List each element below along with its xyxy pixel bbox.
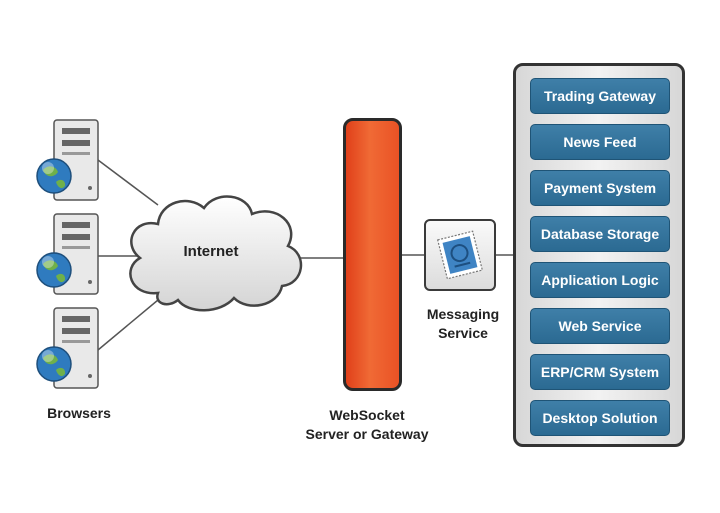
service-payment-system: Payment System [530,170,670,206]
service-application-logic: Application Logic [530,262,670,298]
websocket-label: WebSocket Server or Gateway [292,406,442,444]
browser-computer-2 [34,212,104,302]
service-desktop-solution: Desktop Solution [530,400,670,436]
services-panel: Trading Gateway News Feed Payment System… [513,63,685,447]
computer-icon [36,213,99,295]
websocket-label-line1: WebSocket [329,407,405,423]
messaging-label-line2: Service [438,325,488,341]
websocket-gateway-bar [343,118,402,391]
service-news-feed: News Feed [530,124,670,160]
service-erp-crm-system: ERP/CRM System [530,354,670,390]
service-database-storage: Database Storage [530,216,670,252]
stamp-icon [436,230,484,280]
computer-icon [36,119,99,201]
service-web-service: Web Service [530,308,670,344]
link-browser-1-internet [97,159,159,206]
link-browser-3-internet [97,299,159,351]
messaging-label-line1: Messaging [426,306,500,322]
browsers-label: Browsers [47,405,111,421]
service-trading-gateway: Trading Gateway [530,78,670,114]
internet-cloud [129,195,303,312]
messaging-label: Messaging Service [408,305,518,343]
websocket-label-line2: Server or Gateway [305,426,429,442]
computer-icon [36,307,99,389]
internet-label: Internet [183,243,239,260]
browser-computer-1 [34,118,104,208]
browser-computer-3 [34,306,104,396]
messaging-service-box [424,219,496,291]
